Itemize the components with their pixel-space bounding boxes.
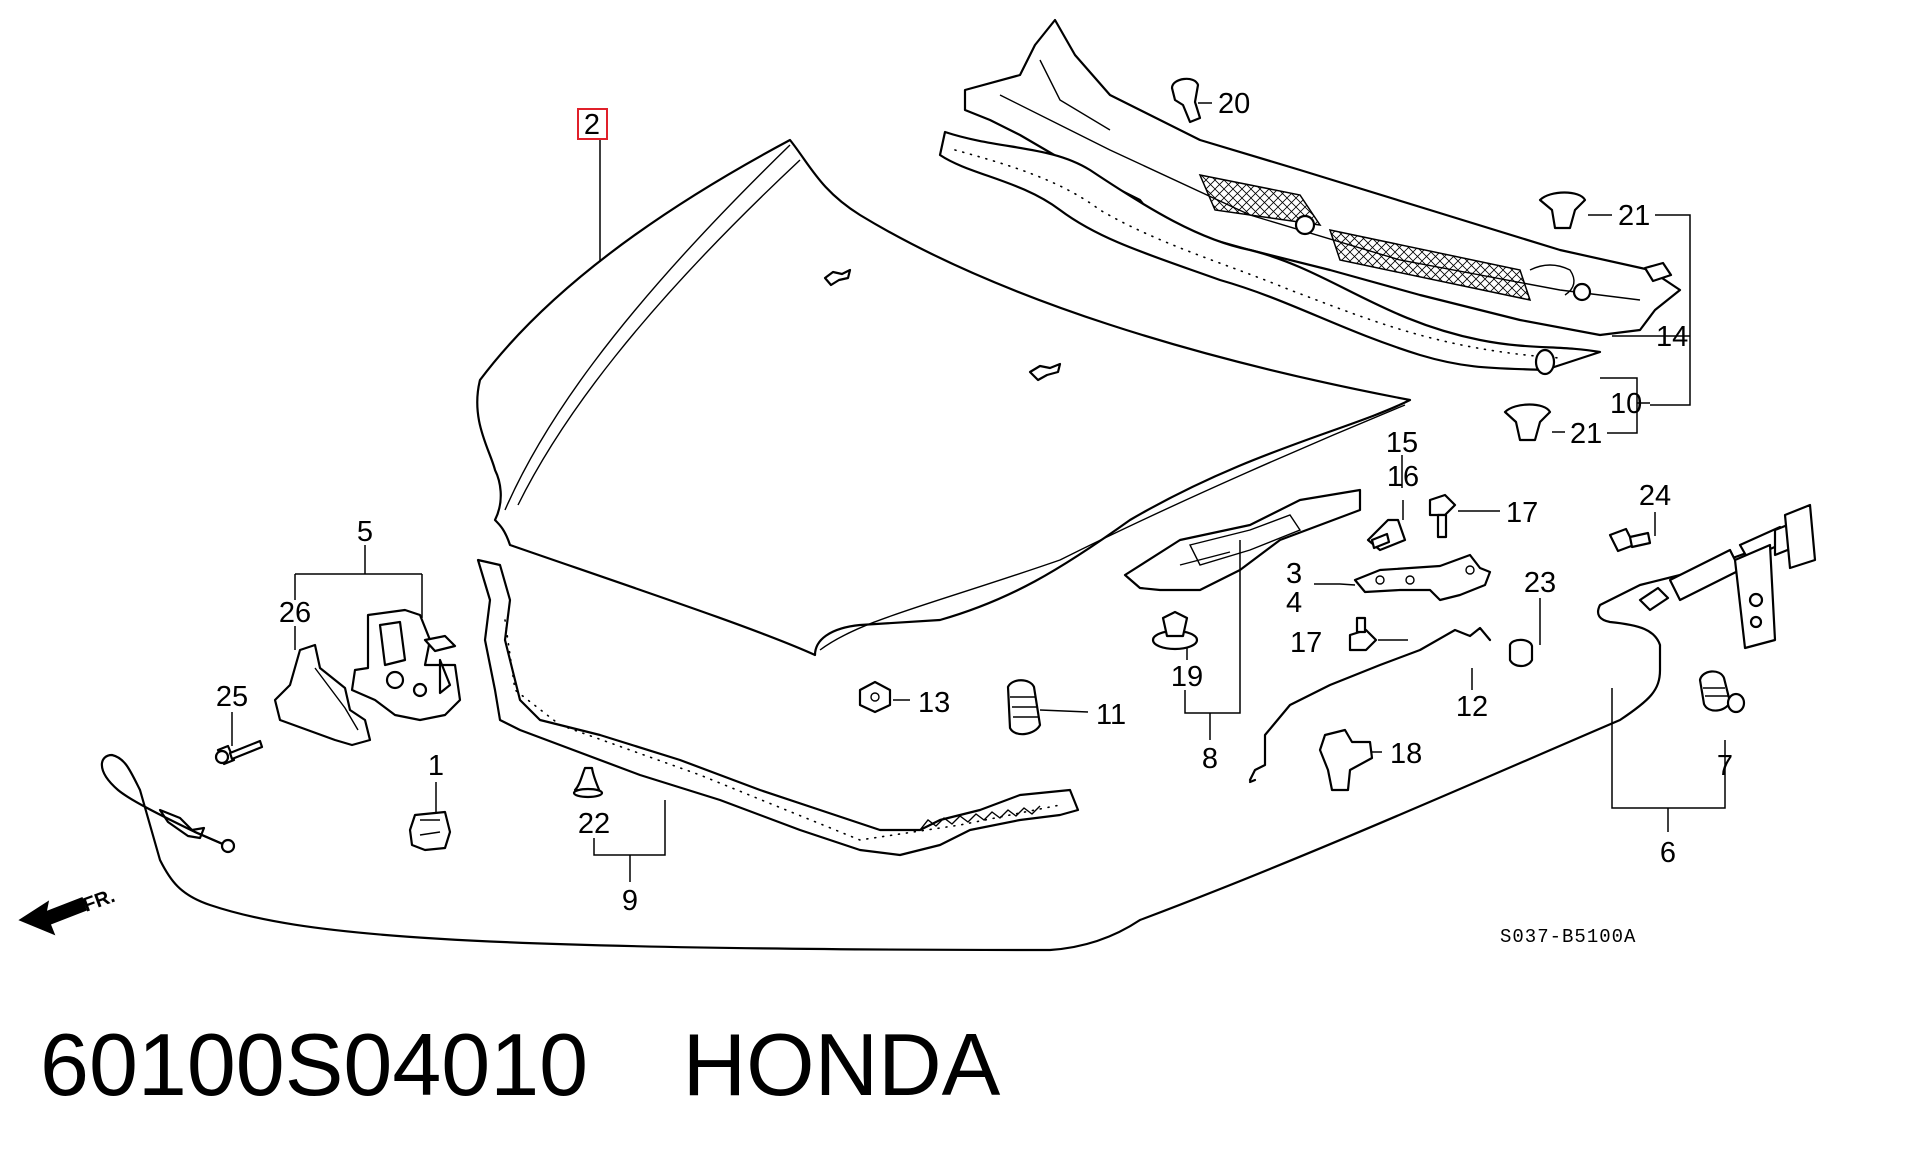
grommet-7 xyxy=(1698,670,1746,714)
front-arrow-icon xyxy=(18,897,87,936)
callout-24: 24 xyxy=(1639,480,1671,512)
callout-11: 11 xyxy=(1096,699,1126,731)
bolt-17a xyxy=(1428,493,1457,539)
callout-2: 2 xyxy=(584,109,600,141)
callout-23: 23 xyxy=(1524,567,1556,599)
callout-12: 12 xyxy=(1456,691,1488,723)
support-rod xyxy=(1248,626,1492,784)
callout-4: 4 xyxy=(1286,587,1302,619)
callout-15: 15 xyxy=(1386,427,1418,459)
callout-14: 14 xyxy=(1656,321,1688,353)
highlight-box xyxy=(577,108,608,140)
bolt-17b xyxy=(1348,616,1378,652)
callout-19: 19 xyxy=(1171,661,1203,693)
callout-5: 5 xyxy=(357,516,373,548)
callout-7: 7 xyxy=(1717,750,1733,782)
callout-3: 3 xyxy=(1286,558,1302,590)
callout-17b: 17 xyxy=(1290,627,1322,659)
holder-19 xyxy=(1151,610,1199,651)
latch-bracket xyxy=(273,643,372,747)
bracket-8 xyxy=(1123,488,1362,592)
callout-13: 13 xyxy=(918,687,950,719)
callout-18: 18 xyxy=(1390,738,1422,770)
grommet-23 xyxy=(1508,638,1534,668)
hood-latch xyxy=(350,608,462,722)
clip-20 xyxy=(1170,77,1202,124)
callout-20: 20 xyxy=(1218,88,1250,120)
callout-22: 22 xyxy=(578,808,610,840)
part-number: 60100S04010 xyxy=(40,1015,589,1114)
callout-1: 1 xyxy=(428,750,444,782)
bolt-25 xyxy=(214,739,264,766)
hinge-3-4 xyxy=(1353,553,1492,602)
callout-9: 9 xyxy=(622,885,638,917)
callout-8: 8 xyxy=(1202,743,1218,775)
callout-labels: 2 5 26 25 1 22 9 13 11 19 8 15 16 17 3 4… xyxy=(216,88,1733,917)
front-direction-marker: FR. xyxy=(18,885,118,936)
callout-21b: 21 xyxy=(1570,418,1602,450)
front-label: FR. xyxy=(80,885,118,917)
clip-21b xyxy=(1503,403,1552,442)
hood-panel xyxy=(476,138,1412,657)
callout-6: 6 xyxy=(1660,837,1676,869)
hood-seal xyxy=(938,130,1602,376)
holder-18 xyxy=(1318,728,1374,792)
callout-10: 10 xyxy=(1610,388,1642,420)
callout-26: 26 xyxy=(279,597,311,629)
clip-1 xyxy=(408,810,452,852)
callout-17a: 17 xyxy=(1506,497,1538,529)
clip-21a xyxy=(1538,191,1587,230)
stay-holder-16 xyxy=(1366,518,1407,552)
release-cable xyxy=(100,503,1817,952)
hood-rail xyxy=(476,558,1080,857)
leader-lines xyxy=(231,102,1726,882)
footer-caption: 60100S04010 HONDA xyxy=(40,1010,1000,1120)
nut-13 xyxy=(858,680,892,714)
diagram-code: S037-B5100A xyxy=(1500,926,1636,948)
brand-name: HONDA xyxy=(682,1015,1001,1114)
grommet-22 xyxy=(572,766,604,799)
bolt-24 xyxy=(1608,527,1652,553)
cushion-11 xyxy=(1006,679,1042,736)
callout-16: 16 xyxy=(1387,461,1419,493)
callout-21a: 21 xyxy=(1618,200,1650,232)
callout-25: 25 xyxy=(216,681,248,713)
